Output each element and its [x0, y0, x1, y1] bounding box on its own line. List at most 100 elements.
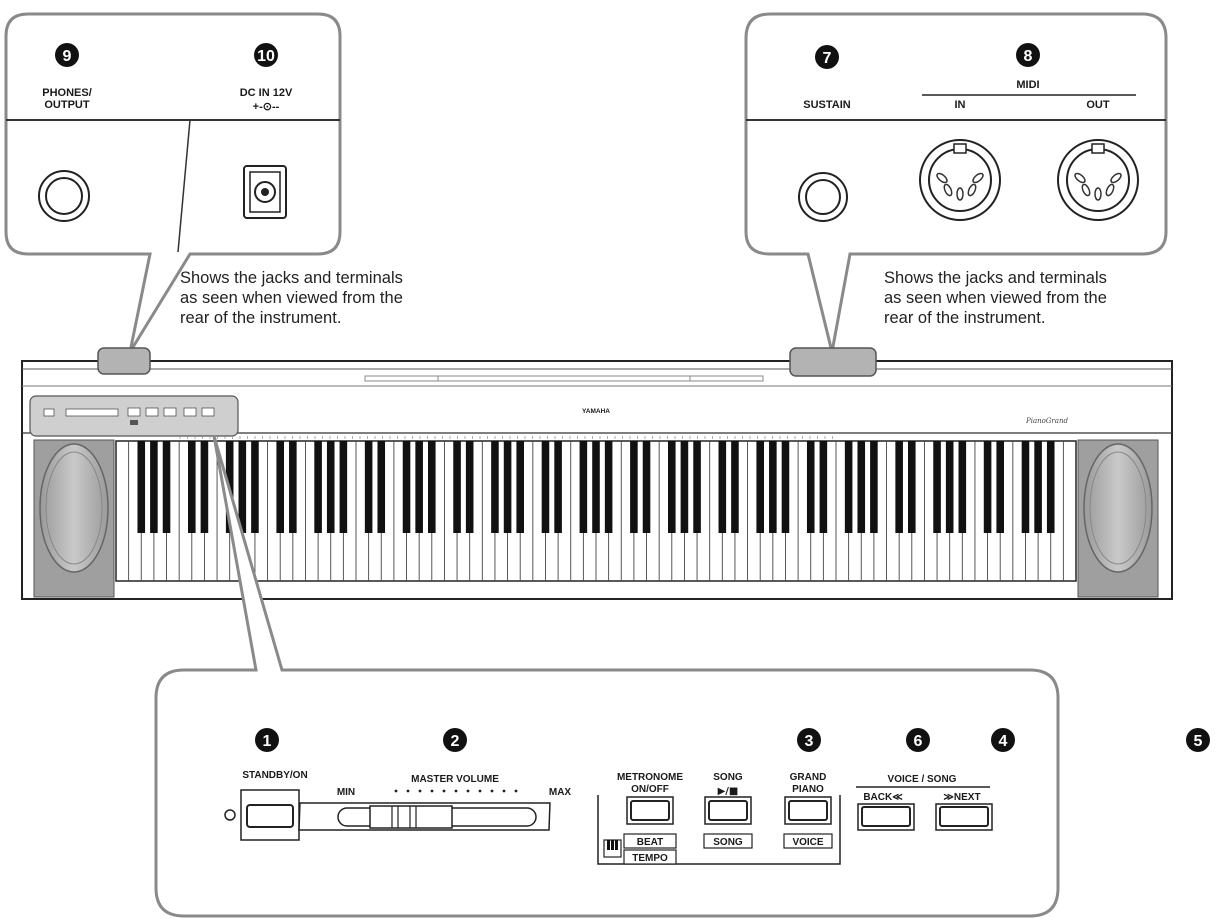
song-label-line1: SONG: [713, 772, 743, 783]
svg-text:10: 10: [257, 48, 275, 65]
back-button[interactable]: [857, 803, 915, 831]
black-key: [908, 441, 916, 533]
volume-dot: [514, 789, 518, 793]
black-key: [453, 441, 461, 533]
black-key: [415, 441, 423, 533]
back-label: BACK≪: [863, 792, 902, 803]
midi-in-port[interactable]: [919, 139, 1001, 221]
black-key: [870, 441, 878, 533]
rear-left-edge-line: [177, 119, 191, 253]
midi-in-label: IN: [955, 99, 966, 111]
black-key: [314, 441, 322, 533]
rear-right-callout: 7 SUSTAIN 8 MIDI IN OUT: [744, 12, 1168, 353]
marker-master-volume: 2: [443, 728, 467, 752]
rear-jack-highlight-right: [789, 347, 877, 377]
svg-text:9: 9: [63, 48, 72, 65]
volume-dot: [454, 789, 458, 793]
sustain-label: SUSTAIN: [803, 99, 851, 111]
marker-standby: 1: [255, 728, 279, 752]
metronome-button[interactable]: [626, 796, 674, 825]
black-key: [276, 441, 284, 533]
black-key: [289, 441, 297, 533]
black-key: [1034, 441, 1042, 533]
marker-voice-song-back: 6: [906, 728, 930, 752]
beat-label: BEAT: [637, 837, 663, 848]
svg-text:7: 7: [823, 50, 832, 67]
tempo-label: TEMPO: [632, 853, 668, 864]
black-key: [933, 441, 941, 533]
beat-function-label: [623, 833, 677, 849]
midi-label: MIDI: [1016, 79, 1039, 91]
volume-dot: [466, 789, 470, 793]
right-speaker: [1077, 439, 1159, 598]
volume-dot: [502, 789, 506, 793]
volume-dot: [430, 789, 434, 793]
marker-midi: 8: [1016, 43, 1040, 67]
midi-out-label: OUT: [1086, 99, 1110, 111]
left-speaker: [33, 439, 115, 598]
front-panel-callout: 1 2 3 6 4 5 STANDBY/ON MASTER V: [154, 435, 1210, 918]
song-play-stop-button[interactable]: [704, 796, 752, 825]
grand-piano-label-line1: GRAND: [790, 772, 827, 783]
voice-song-label: VOICE / SONG: [888, 774, 957, 785]
rear-jack-highlight-left: [97, 347, 151, 375]
black-key: [1021, 441, 1030, 533]
dc-label-line2: +-⊙--: [253, 101, 280, 113]
grand-piano-label-line2: PIANO: [792, 784, 824, 795]
marker-grand-piano: 3: [797, 728, 821, 752]
voice-sub-label: VOICE: [792, 837, 823, 848]
phones-jack[interactable]: [38, 170, 90, 222]
black-key: [806, 441, 815, 533]
black-key: [718, 441, 727, 533]
volume-dot: [418, 789, 422, 793]
volume-dot: [442, 789, 446, 793]
midi-out-port[interactable]: [1057, 139, 1139, 221]
marker-sustain: 7: [815, 45, 839, 69]
standby-label: STANDBY/ON: [242, 770, 307, 781]
black-key: [592, 441, 600, 533]
model-script: PianoGrand: [1025, 417, 1068, 425]
black-key: [200, 441, 209, 533]
svg-text:4: 4: [999, 733, 1008, 750]
phones-label-line1: PHONES/: [42, 87, 92, 99]
black-key: [996, 441, 1004, 533]
standby-on-button[interactable]: [240, 789, 300, 841]
black-key: [819, 441, 828, 533]
next-label: ≫NEXT: [943, 792, 980, 803]
brand-logo: YAMAHA: [582, 408, 610, 415]
black-key: [781, 441, 790, 533]
volume-dot: [490, 789, 494, 793]
master-volume-label: MASTER VOLUME: [411, 774, 499, 785]
black-key: [693, 441, 701, 533]
black-key: [491, 441, 499, 533]
master-volume-slider[interactable]: [298, 802, 551, 831]
song-sub-label: SONG: [713, 837, 743, 848]
piano-body: YAMAHA PianoGrand: [21, 347, 1173, 600]
keyboard-shortcut-icon: [603, 839, 622, 858]
grand-piano-button[interactable]: [784, 796, 832, 825]
svg-text:3: 3: [805, 733, 814, 750]
black-key: [326, 441, 335, 533]
svg-text:2: 2: [451, 733, 460, 750]
marker-dc-in: 10: [254, 43, 278, 67]
tempo-function-label: [623, 849, 677, 865]
black-key: [857, 441, 866, 533]
volume-knob[interactable]: [369, 805, 453, 829]
rear-left-callout: 9 PHONES/ OUTPUT 10 DC IN 12V +-⊙--: [4, 12, 342, 353]
front-panel-frame: [154, 435, 1060, 918]
svg-text:6: 6: [914, 733, 923, 750]
black-key: [188, 441, 196, 533]
dc-in-jack[interactable]: [243, 165, 287, 219]
next-button[interactable]: [935, 803, 993, 831]
black-key: [579, 441, 588, 533]
black-key: [377, 441, 386, 533]
sustain-jack[interactable]: [798, 172, 848, 222]
black-key: [642, 441, 651, 533]
phones-label-line2: OUTPUT: [44, 99, 90, 111]
black-key: [945, 441, 954, 533]
black-key: [503, 441, 512, 533]
rear-left-frame: [4, 12, 342, 353]
power-indicator-led: [224, 809, 236, 821]
black-key: [731, 441, 739, 533]
